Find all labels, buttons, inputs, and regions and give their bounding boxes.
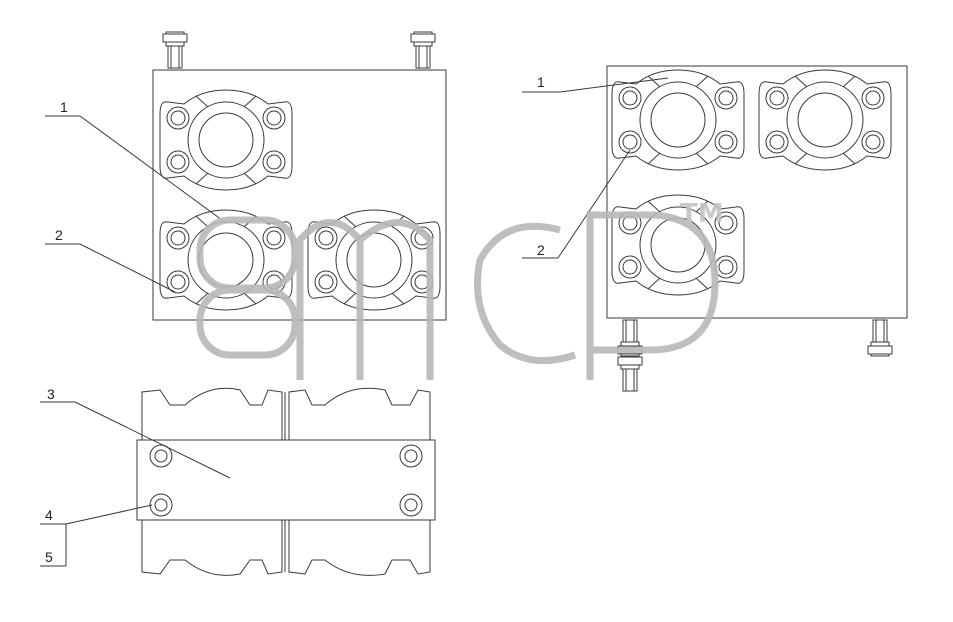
- callout-1-side: 1: [537, 74, 545, 90]
- flange-upper: [160, 90, 292, 190]
- leader-lines: [40, 77, 669, 567]
- trademark-mark: TM: [680, 199, 724, 229]
- side-flange-upper-left: [612, 70, 744, 170]
- callout-4: 4: [45, 507, 53, 523]
- side-flange-lower: [612, 195, 744, 295]
- top-fitting-left: [162, 31, 188, 69]
- callout-5: 5: [45, 549, 53, 565]
- bottom-fitting-left: [617, 354, 643, 392]
- callout-3: 3: [47, 386, 55, 402]
- callout-1-front: 1: [60, 99, 68, 115]
- callout-2-side: 2: [537, 242, 545, 258]
- watermark-logo: TM: [196, 199, 724, 380]
- callout-2-front: 2: [55, 227, 63, 243]
- side-view-block: [606, 65, 908, 392]
- top-view-block: [136, 387, 436, 576]
- side-flange-upper-right: [759, 70, 891, 170]
- top-fitting-right: [410, 31, 436, 69]
- flange-lower-left: [160, 210, 292, 310]
